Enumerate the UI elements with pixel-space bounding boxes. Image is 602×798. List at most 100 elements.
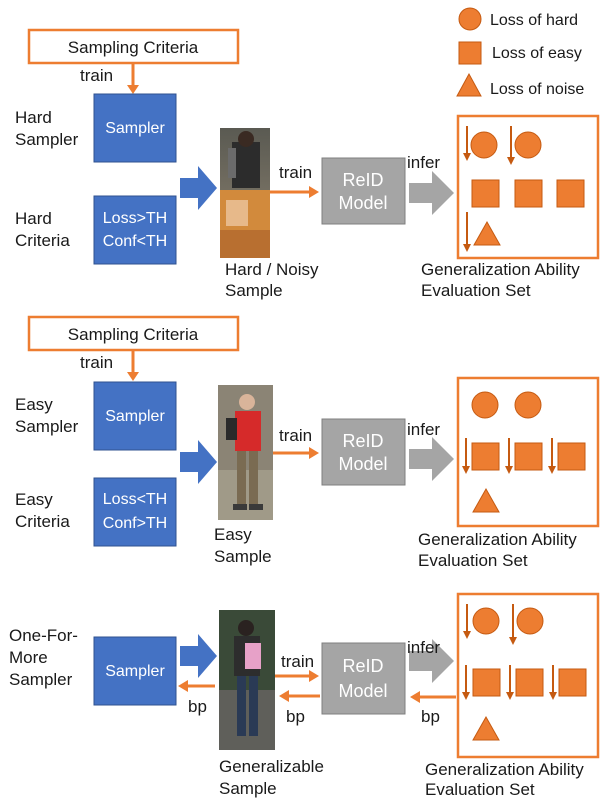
hard-loss-circle-icon xyxy=(514,131,542,159)
infer-arrow xyxy=(409,437,454,481)
eval-label-line2: Evaluation Set xyxy=(421,281,531,300)
blue-arrow xyxy=(180,166,217,210)
hard-loss-circle-icon xyxy=(470,131,498,159)
reid-model-line1: ReID xyxy=(342,170,383,190)
infer-arrow xyxy=(409,171,454,215)
loss-down-arrowhead xyxy=(507,157,515,165)
loss-down-arrowhead xyxy=(505,466,513,474)
sample-photo xyxy=(220,128,270,258)
easy-loss-square-icon xyxy=(471,442,500,471)
panel-one-for-more-sampler: One-For- More Sampler Sampler bp General… xyxy=(9,592,600,798)
easy-loss-square-icon xyxy=(514,179,543,208)
train-mid-label: train xyxy=(281,652,314,671)
easy-loss-square-icon xyxy=(557,442,586,471)
reid-model-line1: ReID xyxy=(342,431,383,451)
train-arrowhead xyxy=(309,447,319,459)
sampler-box xyxy=(93,93,177,163)
reid-model-line2: Model xyxy=(338,454,387,474)
easy-loss-square-icon xyxy=(458,41,482,65)
train-mid-label: train xyxy=(279,163,312,182)
hard-loss-circle-icon xyxy=(472,607,500,635)
loss-down-arrowhead xyxy=(462,692,470,700)
loss-down-arrowhead xyxy=(548,466,556,474)
hard-loss-circle-icon xyxy=(458,7,482,31)
sampler-box xyxy=(93,381,177,451)
sample-photo xyxy=(218,385,273,520)
sampler-name-line1: One-For- xyxy=(9,626,78,645)
loss-down-arrowhead xyxy=(549,692,557,700)
sampler-box-label: Sampler xyxy=(105,663,165,680)
easy-loss-square-icon xyxy=(471,179,500,208)
blue-arrow xyxy=(180,634,217,678)
bp-label-1: bp xyxy=(188,697,207,716)
infer-arrow xyxy=(409,639,454,683)
eval-label-line2: Evaluation Set xyxy=(425,780,535,798)
train-arrowhead xyxy=(309,186,319,198)
sampling-criteria-label: Sampling Criteria xyxy=(68,325,199,344)
train-label: train xyxy=(80,353,113,372)
easy-loss-square-icon xyxy=(515,668,544,697)
train-label: train xyxy=(80,66,113,85)
criteria-cond-1: Loss>TH xyxy=(103,210,167,227)
easy-loss-square-icon xyxy=(556,179,585,208)
criteria-name-line1: Hard xyxy=(15,209,52,228)
criteria-name-line2: Criteria xyxy=(15,512,70,531)
loss-down-arrowhead xyxy=(463,244,471,252)
sampler-box-label: Sampler xyxy=(105,408,165,425)
legend-easy-label: Loss of easy xyxy=(492,45,582,62)
sampler-name-line2: More xyxy=(9,648,48,667)
noise-loss-triangle-icon xyxy=(472,487,500,513)
reid-model-box xyxy=(321,418,406,486)
bp-arrowhead xyxy=(410,691,420,703)
hard-loss-circle-icon xyxy=(516,607,544,635)
eval-label-line1: Generalization Ability xyxy=(418,530,577,549)
easy-loss-square-icon xyxy=(558,668,587,697)
criteria-name-line2: Criteria xyxy=(15,231,70,250)
bp-label-2: bp xyxy=(286,707,305,726)
sampler-name-line2: Sampler xyxy=(15,130,79,149)
sample-label-line1: Hard / Noisy xyxy=(225,260,319,279)
loss-down-arrowhead xyxy=(463,631,471,639)
eval-label-line2: Evaluation Set xyxy=(418,551,528,570)
sampler-name-line1: Hard xyxy=(15,108,52,127)
sampler-box xyxy=(93,636,177,706)
sample-label-line1: Easy xyxy=(214,525,252,544)
criteria-box xyxy=(93,477,177,547)
hard-loss-circle-icon xyxy=(514,391,542,419)
loss-down-arrowhead xyxy=(509,637,517,645)
legend-hard-label: Loss of hard xyxy=(490,12,578,29)
sample-label-line2: Sample xyxy=(214,547,272,566)
bp-arrowhead xyxy=(178,680,188,692)
criteria-box xyxy=(93,195,177,265)
noise-loss-triangle-icon xyxy=(456,72,482,97)
easy-loss-square-icon xyxy=(514,442,543,471)
infer-label: infer xyxy=(407,153,440,172)
sampler-name-line1: Easy xyxy=(15,395,53,414)
legend: Loss of hard Loss of easy Loss of noise xyxy=(456,7,584,98)
train-mid-label: train xyxy=(279,426,312,445)
infer-label: infer xyxy=(407,420,440,439)
hard-loss-circle-icon xyxy=(471,391,499,419)
legend-noise-label: Loss of noise xyxy=(490,81,584,98)
loss-down-arrowhead xyxy=(462,466,470,474)
bp-arrowhead xyxy=(279,690,289,702)
sampler-box-label: Sampler xyxy=(105,120,165,137)
criteria-name-line1: Easy xyxy=(15,490,53,509)
sampling-criteria-label: Sampling Criteria xyxy=(68,38,199,57)
sample-photo xyxy=(219,610,275,750)
panel-easy-sampler: Sampling Criteria train Easy Sampler Sam… xyxy=(15,315,600,570)
eval-label-line1: Generalization Ability xyxy=(425,760,584,779)
loss-down-arrowhead xyxy=(463,153,471,161)
criteria-cond-1: Loss<TH xyxy=(103,491,167,508)
criteria-arrowhead xyxy=(127,85,139,94)
infer-label: infer xyxy=(407,638,440,657)
reid-model-line1: ReID xyxy=(342,656,383,676)
panel-hard-sampler: Sampling Criteria train Hard Sampler Sam… xyxy=(15,28,600,300)
criteria-cond-2: Conf<TH xyxy=(103,233,167,250)
bp-label-3: bp xyxy=(421,707,440,726)
reid-model-line2: Model xyxy=(338,193,387,213)
sampler-name-line3: Sampler xyxy=(9,670,73,689)
loss-down-arrowhead xyxy=(506,692,514,700)
sampling-criteria-box xyxy=(27,315,240,352)
